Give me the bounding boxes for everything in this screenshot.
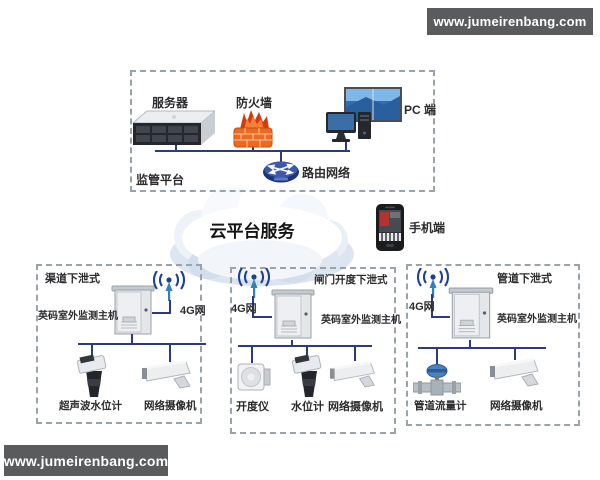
antenna-link-line bbox=[252, 316, 272, 318]
mobile-label: 手机端 bbox=[409, 221, 446, 235]
site-1-host-label: 英码室外监测主机 bbox=[38, 311, 118, 322]
network-camera-icon bbox=[330, 361, 378, 394]
platform-bus-line bbox=[155, 150, 350, 152]
site-bus-line bbox=[418, 347, 546, 349]
site-bus-line bbox=[238, 345, 372, 347]
site-3-device-2-label: 网络摄像机 bbox=[490, 400, 543, 412]
site-1-device-1-label: 超声波水位计 bbox=[59, 400, 122, 412]
top-banner-url: www.jumeirenbang.com bbox=[433, 14, 587, 29]
site-2-device-1-label: 开度仪 bbox=[236, 401, 269, 413]
wifi-antenna-icon bbox=[146, 270, 192, 308]
device-drop-line bbox=[514, 349, 516, 360]
bottom-site-banner: www.jumeirenbang.com bbox=[4, 445, 168, 476]
desktop-pc-icon bbox=[326, 112, 372, 151]
site-1-network-label: 4G网 bbox=[180, 305, 206, 317]
site-1-title: 渠道下泄式 bbox=[45, 273, 100, 285]
router-uplink-line bbox=[280, 152, 282, 162]
antenna-link-line bbox=[169, 300, 171, 314]
device-drop-line bbox=[91, 345, 93, 358]
monitor-cabinet-icon bbox=[111, 284, 155, 341]
top-site-banner: www.jumeirenbang.com bbox=[427, 8, 593, 35]
device-drop-line bbox=[354, 347, 356, 361]
cloud-icon bbox=[160, 178, 364, 297]
pc-drop-line bbox=[345, 141, 347, 151]
cabinet-drop-line bbox=[131, 334, 133, 345]
gate-opening-meter-icon bbox=[237, 362, 271, 398]
wall-display-icon bbox=[344, 87, 402, 127]
firewall-icon bbox=[233, 107, 273, 154]
router-icon bbox=[262, 161, 300, 188]
site-2-host-label: 英码室外监测主机 bbox=[321, 315, 401, 326]
site-3-title: 管道下泄式 bbox=[497, 273, 552, 285]
antenna-link-line bbox=[431, 294, 433, 318]
monitor-cabinet-icon bbox=[448, 286, 494, 345]
cabinet-drop-line bbox=[469, 340, 471, 349]
network-camera-icon bbox=[142, 360, 194, 395]
site-2-device-3-label: 网络摄像机 bbox=[328, 401, 383, 413]
pc-label: PC 端 bbox=[404, 103, 437, 117]
antenna-link-line bbox=[431, 316, 450, 318]
site-box-gate bbox=[230, 267, 396, 434]
site-2-network-label: 4G网 bbox=[231, 303, 257, 315]
cabinet-drop-line bbox=[291, 340, 293, 347]
server-label: 服务器 bbox=[152, 96, 189, 110]
site-3-device-1-label: 管道流量计 bbox=[414, 400, 467, 412]
router-label: 路由网络 bbox=[302, 166, 351, 180]
site-1-device-2-label: 网络摄像机 bbox=[144, 400, 197, 412]
wifi-antenna-icon bbox=[410, 267, 456, 305]
firewall-label: 防火墙 bbox=[236, 96, 273, 110]
site-bus-line bbox=[78, 343, 206, 345]
device-drop-line bbox=[169, 345, 171, 362]
firewall-drop-line bbox=[252, 146, 254, 151]
site-2-device-2-label: 水位计 bbox=[291, 401, 324, 413]
platform-corner-label: 监管平台 bbox=[136, 173, 185, 187]
water-level-sensor-icon bbox=[291, 354, 325, 404]
pipe-flow-meter-icon bbox=[412, 362, 462, 403]
monitor-cabinet-icon bbox=[271, 288, 315, 345]
network-camera-icon bbox=[490, 358, 542, 393]
server-icon bbox=[131, 110, 217, 153]
device-drop-line bbox=[251, 347, 253, 363]
antenna-link-line bbox=[152, 312, 171, 314]
site-3-network-label: 4G网 bbox=[409, 301, 435, 313]
site-3-host-label: 英码室外监测主机 bbox=[497, 314, 577, 325]
device-drop-line bbox=[436, 349, 438, 364]
wifi-antenna-icon bbox=[231, 267, 277, 305]
mobile-phone-icon bbox=[376, 204, 404, 256]
bottom-banner-url: www.jumeirenbang.com bbox=[3, 452, 169, 469]
platform-box bbox=[130, 70, 435, 192]
antenna-link-line bbox=[252, 296, 254, 318]
site-2-title: 闸门开度下泄式 bbox=[314, 274, 388, 286]
device-drop-line bbox=[306, 347, 308, 357]
server-drop-line bbox=[175, 143, 177, 151]
ultrasonic-level-sensor-icon bbox=[76, 354, 110, 404]
cloud-label: 云平台服务 bbox=[209, 222, 295, 241]
site-box-pipeline bbox=[406, 264, 580, 426]
